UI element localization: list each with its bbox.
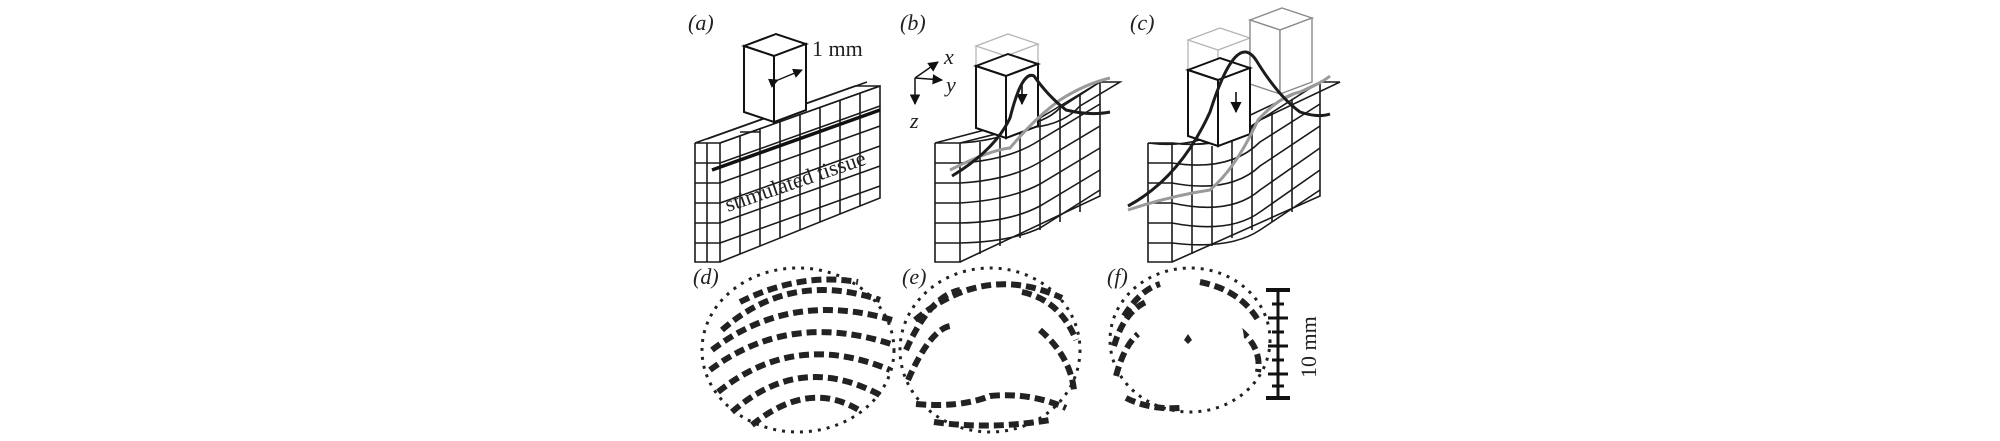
fingerprint-d [700,266,896,434]
panel-label-f: (f) [1107,264,1128,289]
axis-y-label: y [944,72,956,97]
stress-curve-c [1127,50,1331,208]
scale-bar [1266,288,1290,400]
panel-f: (f) 10 mm [1107,264,1321,414]
fingerprint-e [898,266,1082,434]
tissue-grid-a [694,81,881,263]
axes-indicator: x y z [909,44,956,133]
panel-b: (b) x y z [900,10,1123,263]
ghost-cube-c-2 [1247,7,1315,96]
panel-c: (c) [1127,7,1341,263]
cube-size-label: 1 mm [812,36,863,61]
panel-label-c: (c) [1130,10,1154,35]
panel-label-a: (a) [688,10,714,35]
panel-a: (a) stimulated [688,10,881,263]
panel-label-b: (b) [900,10,926,35]
tissue-boundary-line-a [711,108,881,172]
axis-x-label: x [943,44,954,69]
fingerprint-f [1108,266,1272,414]
stress-curve-b [951,73,1111,178]
panel-d: (d) [693,264,896,434]
displacement-curve-c [1127,74,1331,212]
axis-z-label: z [909,108,919,133]
panel-label-e: (e) [902,264,926,289]
stimulator-cube-b [973,52,1041,140]
panel-label-d: (d) [693,264,719,289]
displacement-curve-b [949,76,1111,172]
scale-bar-label: 10 mm [1296,316,1321,378]
stimulator-cube-c [1185,56,1253,148]
panel-e: (e) [898,264,1082,434]
stimulator-cube-a [741,32,809,124]
